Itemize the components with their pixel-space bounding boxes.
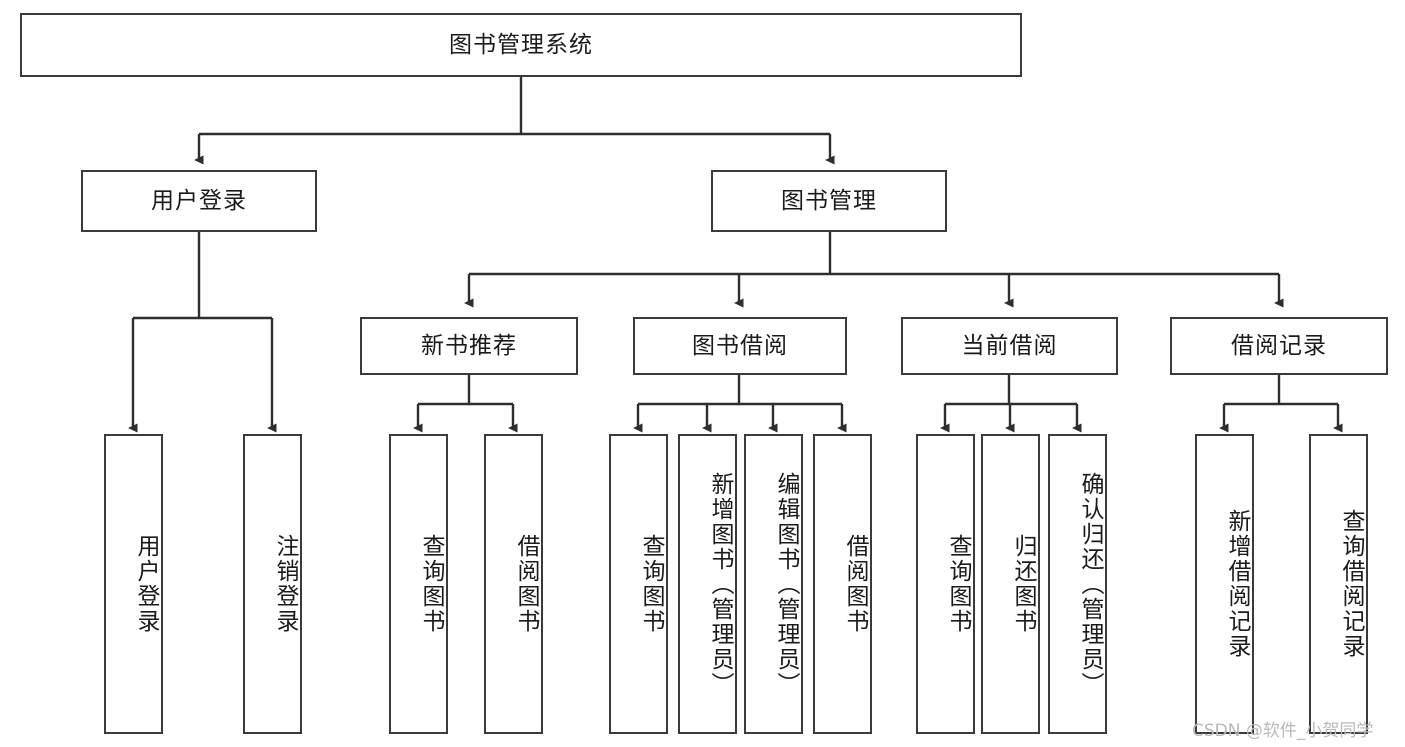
node-label: 用户登录	[134, 534, 160, 634]
node-label: 查询图书	[419, 534, 445, 634]
node-label: 借阅图书	[514, 534, 540, 634]
node-book-borrow[interactable]: 图书借阅	[633, 317, 847, 375]
node-current-borrow[interactable]: 当前借阅	[901, 317, 1118, 375]
leaf-record-add-borrow-record[interactable]: 新增借阅记录	[1195, 434, 1254, 734]
node-label: 查询借阅记录	[1339, 509, 1365, 659]
leaf-borrow-add-book-admin[interactable]: 新增图书（管理员）	[678, 434, 737, 734]
node-label: 借阅图书	[843, 534, 869, 634]
leaf-current-return-book[interactable]: 归还图书	[981, 434, 1040, 734]
node-label: 新增图书（管理员）	[708, 471, 734, 697]
node-label: 新书推荐	[421, 332, 517, 359]
node-label: 确认归还（管理员）	[1078, 471, 1104, 697]
leaf-recommend-query-book[interactable]: 查询图书	[389, 434, 448, 734]
node-label: 归还图书	[1011, 534, 1037, 634]
leaf-borrow-borrow-book[interactable]: 借阅图书	[813, 434, 872, 734]
node-label: 用户登录	[151, 187, 247, 214]
node-label: 图书借阅	[692, 332, 788, 359]
node-new-book-recommend[interactable]: 新书推荐	[360, 317, 578, 375]
csdn-watermark: CSDN @软件_小贺同学	[1192, 721, 1374, 741]
leaf-record-query-borrow-record[interactable]: 查询借阅记录	[1309, 434, 1368, 734]
node-borrow-record[interactable]: 借阅记录	[1170, 317, 1388, 375]
node-label: 新增借阅记录	[1225, 509, 1251, 659]
leaf-borrow-edit-book-admin[interactable]: 编辑图书（管理员）	[744, 434, 803, 734]
leaf-logout-login[interactable]: 注销登录	[243, 434, 302, 734]
leaf-current-confirm-return-admin[interactable]: 确认归还（管理员）	[1048, 434, 1107, 734]
node-label: 图书管理系统	[449, 31, 593, 58]
node-label: 图书管理	[781, 187, 877, 214]
node-label: 查询图书	[639, 534, 665, 634]
leaf-recommend-borrow-book[interactable]: 借阅图书	[484, 434, 543, 734]
node-label: 注销登录	[273, 534, 299, 634]
node-book-management[interactable]: 图书管理	[711, 170, 947, 232]
node-label: 当前借阅	[961, 332, 1058, 359]
node-label: 编辑图书（管理员）	[774, 471, 800, 697]
leaf-borrow-query-book[interactable]: 查询图书	[609, 434, 668, 734]
node-label: 借阅记录	[1231, 332, 1327, 359]
node-user-login[interactable]: 用户登录	[81, 170, 317, 232]
node-root-library-management-system[interactable]: 图书管理系统	[20, 13, 1022, 77]
leaf-user-login[interactable]: 用户登录	[104, 434, 163, 734]
node-label: 查询图书	[946, 534, 972, 634]
leaf-current-query-book[interactable]: 查询图书	[916, 434, 975, 734]
